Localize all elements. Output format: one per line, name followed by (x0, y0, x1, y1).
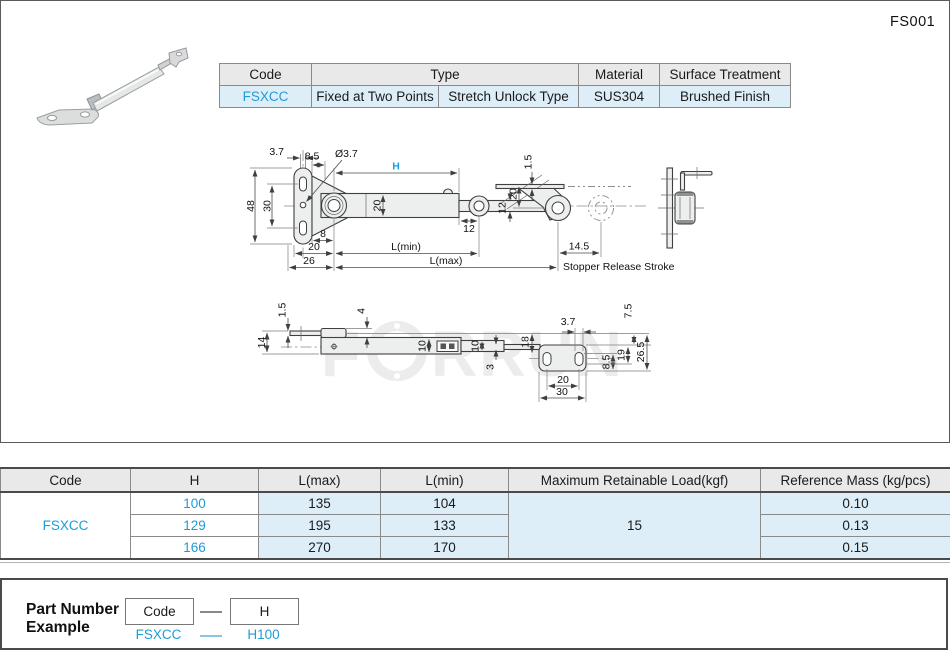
dim-lmin-value: 170 (380, 536, 509, 560)
part-number-example-label: Part Number Example (26, 601, 119, 637)
dim-label-8: 8 (320, 228, 326, 240)
dim-label-8-5: 8.5 (305, 151, 320, 163)
dim-label-lmax: L(max) (430, 255, 463, 267)
dim-mass-value: 0.15 (760, 536, 950, 560)
spec-header-surface: Surface Treatment (659, 63, 791, 86)
dim-label-20-tube: 20 (372, 200, 384, 212)
side-view (658, 167, 713, 249)
dim-label-1-5: 1.5 (523, 155, 535, 170)
spec-code-value: FSXCC (219, 85, 312, 108)
technical-drawing: F RRUN (36, 47, 713, 402)
dash-connector (200, 611, 222, 613)
dim-label-dia-3-7: Ø3.7 (335, 148, 358, 160)
dim-header-h: H (130, 467, 259, 493)
dim-label-plan-3-7: 3.7 (561, 316, 576, 328)
dim-header-load: Maximum Retainable Load(kgf) (508, 467, 761, 493)
dim-mass-value: 0.13 (760, 514, 950, 537)
dim-lmax-value: 195 (258, 514, 381, 537)
dim-label-lmin: L(min) (391, 241, 421, 253)
dim-label-3-7: 3.7 (269, 146, 284, 158)
dim-label-H: H (392, 161, 400, 173)
dim-lmax-value: 270 (258, 536, 381, 560)
plan-view: 1.5 14 4 10 10 18 3 3.7 7 (256, 303, 651, 402)
dimension-table: Code H L(max) L(min) Maximum Retainable … (0, 467, 950, 560)
dim-label-plan-7-5: 7.5 (623, 304, 635, 319)
dim-label-plan-1-5: 1.5 (277, 303, 289, 318)
dim-label-14-5: 14.5 (569, 241, 590, 253)
table-row: FSXCC 100 135 104 15 0.10 (0, 491, 950, 560)
watermark-ring-notch (394, 323, 400, 329)
table-row: 166 270 170 0.15 (1, 536, 950, 560)
dim-label-12-eye: 12 (463, 223, 475, 235)
dim-mass-value: 0.10 (760, 491, 950, 515)
part-number-example-box: Part Number Example Code H FSXCC H100 (0, 578, 948, 650)
spec-table: Code Type Material Surface Treatment FSX… (219, 63, 791, 108)
spec-material-value: SUS304 (578, 85, 660, 108)
dim-h-value: 166 (130, 536, 259, 560)
dim-label-26: 26 (303, 255, 315, 267)
spec-header-material: Material (578, 63, 660, 86)
dim-label-plan-20: 20 (557, 374, 569, 386)
spec-header-code: Code (219, 63, 312, 86)
dim-label-12-rod: 12 (497, 202, 509, 214)
dim-label-plan-30: 30 (556, 386, 568, 398)
dim-label-plan-4: 4 (356, 308, 368, 314)
dim-h-value: 129 (130, 514, 259, 537)
dim-load-value: 15 (508, 491, 761, 560)
dim-label-20-base: 20 (308, 241, 320, 253)
dash-connector-blue (200, 635, 222, 637)
dim-label-plan-26-5: 26.5 (635, 342, 647, 363)
dim-label-20-drop: 20 (508, 188, 520, 200)
stopper-release-stroke-label: Stopper Release Stroke (563, 261, 675, 273)
product-photo (36, 47, 189, 126)
dim-label-plan-14: 14 (256, 337, 268, 349)
example-code-value: FSXCC (135, 627, 182, 642)
dim-label-plan-3: 3 (485, 364, 497, 370)
table-row: 129 195 133 0.13 (1, 514, 950, 537)
dim-header-code: Code (0, 467, 131, 493)
watermark-ring-notch (394, 373, 400, 379)
page-code: FS001 (890, 14, 936, 30)
spec-header-type: Type (311, 63, 579, 86)
drawing-sheet: FS001 F RRUN (0, 0, 950, 443)
dim-lmin-value: 104 (380, 491, 509, 515)
dim-label-plan-19: 19 (616, 349, 628, 361)
dim-header-mass: Reference Mass (kg/pcs) (760, 467, 950, 493)
part-number-label-line1: Part Number (26, 601, 120, 618)
dim-label-48: 48 (245, 200, 257, 212)
dim-header-lmin: L(min) (380, 467, 509, 493)
dim-lmax-value: 135 (258, 491, 381, 515)
spec-type-a-value: Fixed at Two Points (311, 85, 439, 108)
dim-lmin-value: 133 (380, 514, 509, 537)
dim-header-lmax: L(max) (258, 467, 381, 493)
dim-label-plan-10a: 10 (417, 340, 429, 352)
dim-label-plan-10b: 10 (470, 340, 482, 352)
dim-code-value: FSXCC (0, 491, 131, 560)
dim-label-30: 30 (262, 200, 274, 212)
spec-surface-value: Brushed Finish (659, 85, 791, 108)
dim-label-plan-8-5: 8.5 (601, 355, 613, 370)
front-view: 48 30 3.7 8.5 Ø3.7 H 20 20 (245, 146, 674, 273)
dim-h-value: 100 (130, 491, 259, 515)
part-number-label-line2: Example (26, 619, 90, 636)
table-underline (0, 562, 950, 563)
spec-type-b-value: Stretch Unlock Type (438, 85, 579, 108)
example-h-value: H100 (247, 627, 280, 642)
dim-label-plan-18: 18 (520, 336, 532, 348)
h-box: H (230, 598, 299, 625)
code-box: Code (125, 598, 194, 625)
